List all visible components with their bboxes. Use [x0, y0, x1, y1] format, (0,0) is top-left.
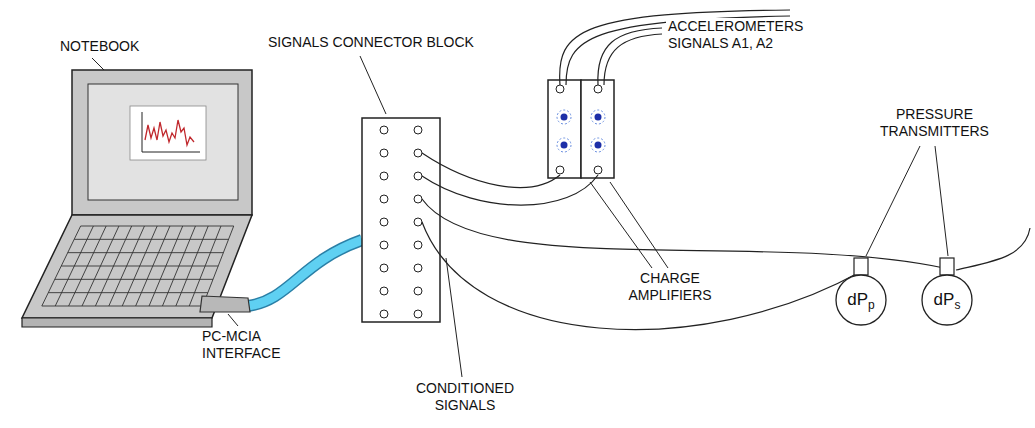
pressure-transmitter: dPp [835, 274, 887, 326]
notebook-base [22, 215, 252, 318]
part-label: NOTEBOOK [58, 38, 141, 55]
transmitter-symbol: dP [934, 290, 955, 310]
notebook-lid [72, 70, 252, 215]
transmitter-subscript: p [868, 298, 875, 312]
plot-window [130, 106, 206, 160]
interface-cable [248, 240, 362, 306]
connector-block [362, 118, 440, 322]
plot-axes [142, 112, 200, 152]
charge-amplifier [581, 80, 614, 178]
transmitter-subscript: s [954, 298, 960, 312]
transmitter-text: dPp [835, 274, 887, 326]
charge-amplifier [548, 80, 581, 178]
pressure-transmitter: dPs [921, 274, 973, 326]
transmitter-stem [940, 258, 954, 275]
pcmcia-card [200, 296, 250, 312]
amplifier-sockets [556, 85, 602, 174]
interface-cable-edge [248, 240, 362, 306]
amplifier-leds [557, 110, 605, 152]
part-label: SIGNALS CONNECTOR BLOCK [266, 34, 476, 51]
part-label: CONDITIONED SIGNALS [402, 380, 528, 414]
notebook-screen [88, 84, 238, 200]
transmitter-symbol: dP [847, 290, 868, 310]
part-label: ACCELEROMETERS SIGNALS A1, A2 [666, 18, 820, 52]
transmitter-text: dPs [921, 274, 973, 326]
transmitter-stem [854, 258, 868, 275]
notebook-front [22, 318, 212, 327]
part-label: PC-MCIA INTERFACE [200, 328, 302, 362]
leader-lines [92, 56, 948, 377]
part-label: CHARGE AMPLIFIERS [612, 270, 728, 304]
plot-signal [145, 120, 194, 145]
sockets [380, 126, 422, 318]
part-label: PRESSURE TRANSMITTERS [870, 106, 999, 140]
keyboard [42, 226, 234, 306]
